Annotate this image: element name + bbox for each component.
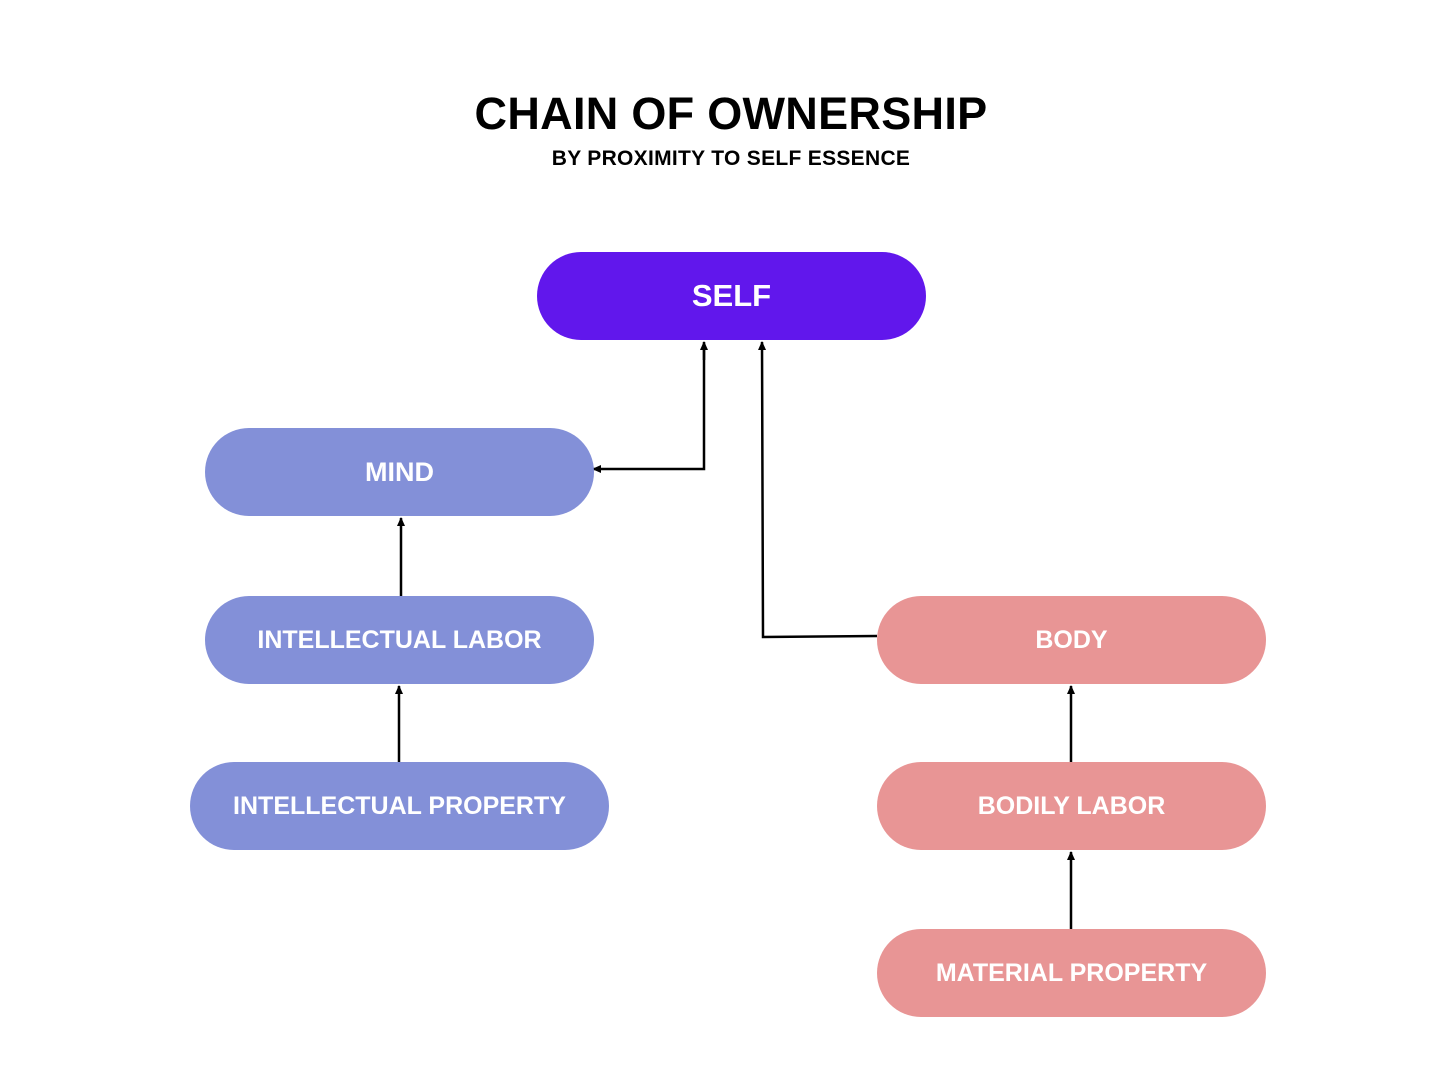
node-intellectual-labor-label: INTELLECTUAL LABOR <box>257 625 542 654</box>
diagram-subtitle: BY PROXIMITY TO SELF ESSENCE <box>551 147 911 170</box>
connector-self-to-mind <box>592 344 706 473</box>
node-intellectual-property-label: INTELLECTUAL PROPERTY <box>233 791 566 820</box>
node-bodily-labor: BODILY LABOR <box>877 762 1266 850</box>
node-body-label: BODY <box>1035 625 1108 654</box>
node-material-property-label: MATERIAL PROPERTY <box>935 958 1208 987</box>
node-intellectual-property: INTELLECTUAL PROPERTY <box>190 762 609 850</box>
node-mind-label: MIND <box>365 456 434 487</box>
node-self-label: SELF <box>691 278 772 313</box>
node-self: SELF <box>537 252 926 340</box>
node-body: BODY <box>877 596 1266 684</box>
node-bodily-labor-label: BODILY LABOR <box>977 791 1166 820</box>
diagram-title: CHAIN OF OWNERSHIP <box>474 88 988 139</box>
connector-body-to-self <box>758 341 878 639</box>
node-material-property: MATERIAL PROPERTY <box>877 929 1266 1017</box>
node-intellectual-labor: INTELLECTUAL LABOR <box>205 596 594 684</box>
node-mind: MIND <box>205 428 594 516</box>
